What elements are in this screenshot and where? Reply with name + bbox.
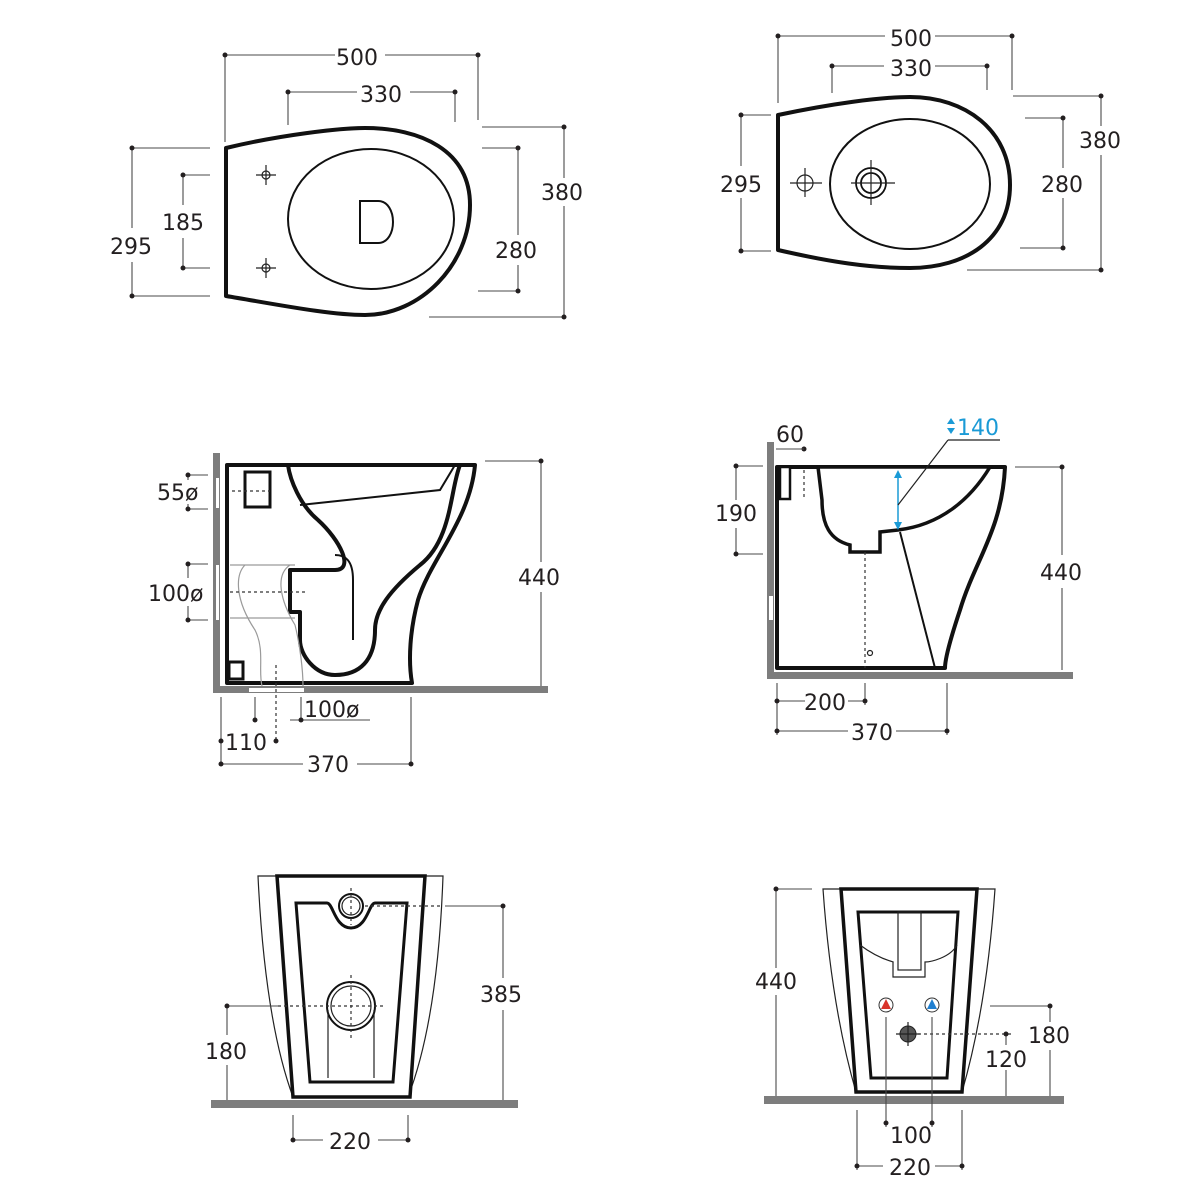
- dim-bidet-rear-120: 120: [985, 1048, 1027, 1073]
- dim-bidet-side-440: 440: [1040, 561, 1082, 586]
- dim-wc-top-500: 500: [336, 46, 378, 71]
- dim-wc-side-100-floor: 100ø: [304, 698, 359, 723]
- wc-rear-drawing: 385 180 220: [205, 874, 522, 1155]
- dim-bidet-side-370: 370: [851, 721, 893, 746]
- hot-water-icon: [878, 997, 894, 1013]
- dim-wc-top-295: 295: [110, 235, 152, 260]
- wall: [767, 442, 774, 678]
- dim-bidet-rear-440: 440: [755, 970, 797, 995]
- wc-rear-view: 385 180 220: [190, 860, 540, 1160]
- waste-outlet-icon: [896, 1022, 920, 1046]
- wc-side-view: 55ø 100ø 100ø 110 370 440: [140, 440, 570, 780]
- bidet-side-drawing: 140 60 190 440 200 370: [715, 416, 1082, 746]
- floor: [767, 672, 1073, 679]
- tap-hole-icon: [790, 168, 822, 197]
- dim-wc-top-380: 380: [541, 181, 583, 206]
- dim-wc-rear-385: 385: [480, 983, 522, 1008]
- wc-side-drawing: 55ø 100ø 100ø 110 370 440: [148, 453, 560, 778]
- bidet-rear-view: 440 180 120 100 220: [740, 860, 1100, 1190]
- floor: [211, 1100, 518, 1108]
- dim-wc-side-440: 440: [518, 566, 560, 591]
- dim-bidet-rear-100: 100: [890, 1124, 932, 1149]
- dim-wc-side-370: 370: [307, 753, 349, 778]
- dim-bidet-side-190: 190: [715, 502, 757, 527]
- dim-wc-side-110: 110: [225, 731, 267, 756]
- dim-bidet-side-140: 140: [957, 416, 999, 441]
- bidet-side-view: 140 60 190 440 200 370: [700, 400, 1120, 760]
- dim-wc-side-100-wall: 100ø: [148, 582, 203, 607]
- floor: [213, 686, 548, 693]
- wc-top-drawing: 500 330 295 185 280 380: [110, 46, 583, 320]
- dim-bidet-top-280: 280: [1041, 173, 1083, 198]
- bowl-depth-arrow-icon: [894, 418, 955, 530]
- dim-bidet-top-500: 500: [890, 27, 932, 52]
- dim-bidet-side-200: 200: [804, 691, 846, 716]
- wc-top-view: 500 330 295 185 280 380: [100, 30, 600, 330]
- fixing-hole-icon: [256, 165, 276, 278]
- cold-water-icon: [924, 997, 940, 1013]
- bidet-top-view: 500 330 295 280 380: [700, 20, 1140, 320]
- dim-wc-rear-220: 220: [329, 1130, 371, 1155]
- waste-hole-icon: [851, 160, 895, 205]
- bidet-top-drawing: 500 330 295 280 380: [720, 27, 1121, 273]
- dim-bidet-top-295: 295: [720, 173, 762, 198]
- dim-bidet-side-60: 60: [776, 423, 804, 448]
- dim-bidet-rear-180: 180: [1028, 1024, 1070, 1049]
- dim-wc-side-55: 55ø: [157, 481, 198, 506]
- dim-wc-top-330: 330: [360, 83, 402, 108]
- dim-bidet-top-380: 380: [1079, 129, 1121, 154]
- floor: [764, 1096, 1064, 1104]
- bidet-rear-drawing: 440 180 120 100 220: [755, 886, 1070, 1181]
- dim-wc-top-280: 280: [495, 239, 537, 264]
- dim-wc-rear-180: 180: [205, 1040, 247, 1065]
- dim-bidet-rear-220: 220: [889, 1156, 931, 1181]
- dim-bidet-top-330: 330: [890, 57, 932, 82]
- dim-wc-top-185: 185: [162, 211, 204, 236]
